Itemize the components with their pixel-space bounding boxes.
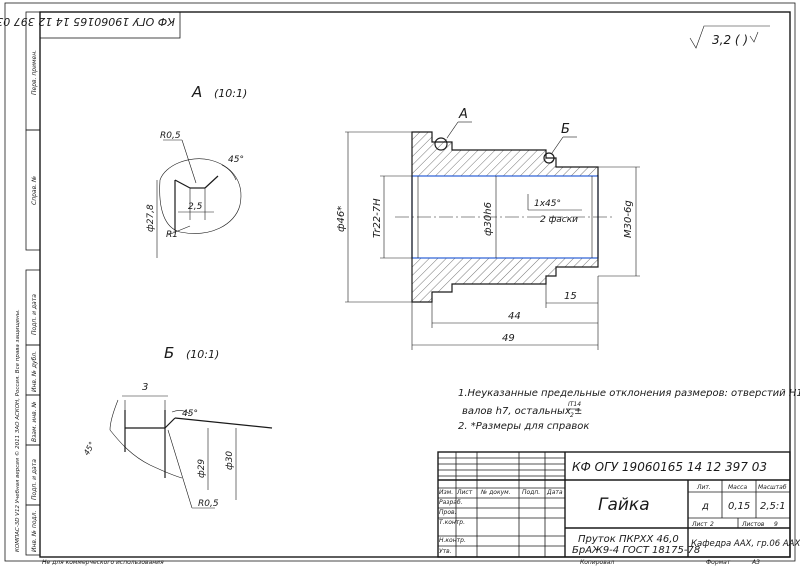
tb-col-podp: Подп.	[522, 489, 540, 496]
detail-a-width: 2,5	[188, 202, 203, 212]
note-1a: 1.Неуказанные предельные отклонения разм…	[458, 388, 800, 399]
left-inv-podl: Инв. № подл.	[31, 511, 38, 552]
detail-a-angle: 45°	[228, 155, 244, 165]
detail-b-label: Б	[164, 344, 174, 362]
tb-material-1: Пруток ПКРХХ 46,0	[578, 534, 679, 545]
detail-a-radius-bottom: R1	[166, 230, 178, 240]
detail-a-scale: (10:1)	[214, 87, 247, 100]
tb-col-docnum: № докум.	[480, 489, 511, 496]
note-1d: 2	[570, 412, 574, 419]
tb-sheet-label: Лист	[691, 521, 708, 528]
tb-sheets-label: Листов	[741, 521, 765, 528]
dim-outer-diameter: ф46*	[336, 206, 347, 232]
tb-bottom-copy: Копировал	[580, 559, 614, 566]
roughness-value: 3,2 ( )	[712, 33, 748, 47]
detail-b-diam-small: ф29	[197, 459, 207, 478]
sheet-border	[4, 2, 796, 562]
detail-b-radius: R0,5	[198, 499, 219, 509]
tb-org: Кафедра ААХ, гр.06 ААХ-3	[691, 539, 800, 549]
detail-b-chamfer-label: 45°	[82, 440, 97, 457]
tb-row-utv: Утв.	[439, 548, 452, 555]
title-block: Изм. Лист № докум. Подп. Дата Разраб. Пр…	[437, 451, 800, 566]
detail-b-view: Б (10:1) 3 45° ф29 ф30 R0,5 45°	[82, 344, 273, 509]
tb-mass-label: Масса	[728, 484, 747, 491]
tb-row-nkontr: Н.контр.	[439, 537, 466, 544]
detail-a-radius-top: R0,5	[160, 131, 181, 141]
tb-lit-value: д	[701, 501, 709, 512]
left-inv-dubl: Инв. № дубл.	[31, 351, 38, 392]
note-1b: валов h7, остальных ±	[462, 406, 582, 417]
callout-b: Б	[561, 122, 570, 137]
dim-chamfer-note: 2 фаски	[540, 215, 578, 225]
tb-col-list: Лист	[456, 489, 473, 496]
tb-scale-label: Масштаб	[758, 484, 787, 491]
tb-sheet-value: 2	[710, 521, 714, 528]
dim-length-44: 44	[508, 311, 521, 322]
dim-chamfer: 1х45°	[534, 199, 561, 209]
technical-notes: 1.Неуказанные предельные отклонения разм…	[458, 388, 800, 432]
dim-bore-diameter: ф30h6	[483, 202, 494, 236]
stamp-box	[39, 11, 181, 39]
left-podp-data-2: Подп. и дата	[31, 459, 38, 500]
tb-bottom-format-value: А3	[751, 559, 760, 566]
tb-bottom-format: Формат	[706, 559, 731, 566]
detail-b-width: 3	[142, 382, 148, 393]
dim-thread: Tr22-7H	[372, 198, 383, 238]
dim-thread-right: M30-6g	[623, 200, 634, 238]
detail-a-label: А	[191, 83, 202, 101]
detail-a-diameter: ф27,8	[146, 204, 156, 232]
tb-col-izm: Изм.	[439, 489, 453, 496]
detail-b-diam-large: ф30	[225, 451, 235, 470]
software-notice: КОМПАС-3D V12 Учебная версия © 2011 ЗАО …	[14, 309, 21, 552]
noncommercial-note: Не для коммерческого использования	[42, 559, 164, 566]
tb-scale-value: 2,5:1	[760, 501, 786, 512]
left-vzam-inv: Взам. инв. №	[31, 401, 38, 442]
tb-mass-value: 0,15	[728, 501, 750, 512]
tb-doc-code: КФ ОГУ 19060165 14 12 397 03	[572, 460, 767, 474]
tb-sheets-value: 9	[774, 521, 778, 528]
main-section-view: А Б ф46* Tr22-7H ф30h6 M30-6g 1х45° 2 фа…	[336, 107, 640, 350]
note-1c: IT14	[568, 401, 581, 408]
tb-part-name: Гайка	[598, 495, 650, 515]
tb-row-prov: Пров.	[439, 509, 457, 516]
left-podp-data-1: Подп. и дата	[31, 294, 38, 335]
callout-a: А	[458, 107, 468, 122]
tb-row-tkontr: Т.контр.	[439, 519, 465, 526]
tb-col-data: Дата	[546, 489, 563, 496]
detail-b-angle: 45°	[182, 409, 198, 419]
dim-length-49: 49	[502, 333, 515, 344]
left-perv-prim: Перв. примен.	[31, 50, 38, 95]
tb-lit-label: Лит.	[696, 484, 711, 491]
roughness-mark: 3,2 ( )	[689, 25, 770, 49]
detail-a-view: А (10:1) 2,5 R0,5 45° ф27,8 R1	[146, 83, 247, 258]
detail-b-scale: (10:1)	[186, 348, 219, 361]
note-2: 2. *Размеры для справок	[458, 421, 589, 432]
tb-material-2: БрАЖ9-4 ГОСТ 18175-78	[572, 545, 700, 556]
left-sprav: Справ. №	[31, 176, 38, 205]
left-strip: Перв. примен. Справ. № Подп. и дата Инв.…	[14, 11, 164, 566]
stamp-code-rotated: КФ ОГУ 19060165 14 12 397 03	[0, 15, 175, 28]
dim-length-15: 15	[564, 291, 577, 302]
tb-row-razrab: Разраб.	[439, 499, 463, 506]
